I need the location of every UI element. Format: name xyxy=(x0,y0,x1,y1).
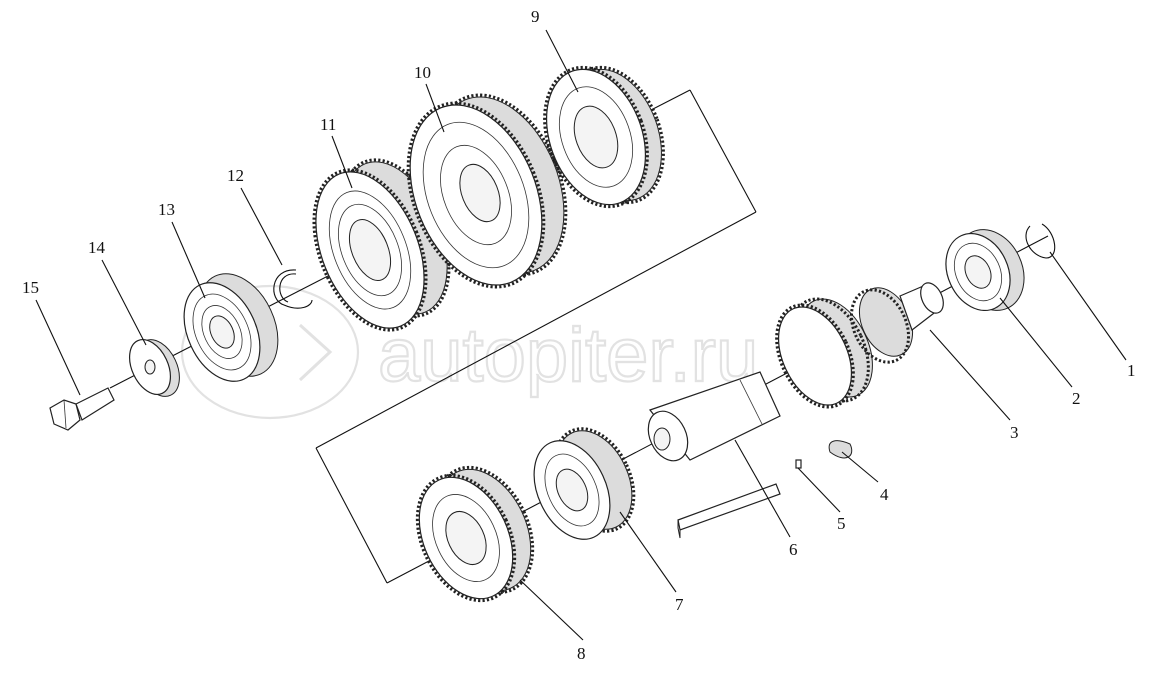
callout-labels: 1 2 3 4 5 6 7 8 9 10 11 12 13 14 15 xyxy=(22,7,1136,663)
callout-11: 11 xyxy=(320,115,336,134)
part-5-pin xyxy=(795,459,802,469)
callout-4: 4 xyxy=(880,485,889,504)
callout-5: 5 xyxy=(837,514,846,533)
leader-lines xyxy=(35,29,1127,641)
part-13-bearing xyxy=(183,273,279,382)
watermark: autopiter.ru xyxy=(180,284,759,420)
callout-9: 9 xyxy=(531,7,540,26)
callout-14: 14 xyxy=(88,238,106,257)
callout-6: 6 xyxy=(789,540,798,559)
callout-3: 3 xyxy=(1010,423,1019,442)
callout-2: 2 xyxy=(1072,389,1081,408)
callout-13: 13 xyxy=(158,200,175,219)
callout-10: 10 xyxy=(414,63,431,82)
callout-8: 8 xyxy=(577,644,586,663)
callout-12: 12 xyxy=(227,166,244,185)
part-12-snap-ring xyxy=(273,269,313,309)
part-6-key-bar xyxy=(677,483,781,539)
part-7-gear xyxy=(533,427,636,540)
part-1-snap-ring xyxy=(1025,223,1056,259)
part-10-gear xyxy=(406,93,568,289)
callout-1: 1 xyxy=(1127,361,1136,380)
callout-7: 7 xyxy=(675,595,684,614)
part-2-bearing xyxy=(945,229,1025,312)
part-3-countershaft xyxy=(647,282,944,462)
part-15-bolt xyxy=(49,387,115,431)
part-4-key xyxy=(828,440,853,459)
part-8-gear xyxy=(415,465,535,603)
callout-15: 15 xyxy=(22,278,39,297)
watermark-text: autopiter.ru xyxy=(378,313,758,398)
part-14-washer xyxy=(128,339,180,397)
